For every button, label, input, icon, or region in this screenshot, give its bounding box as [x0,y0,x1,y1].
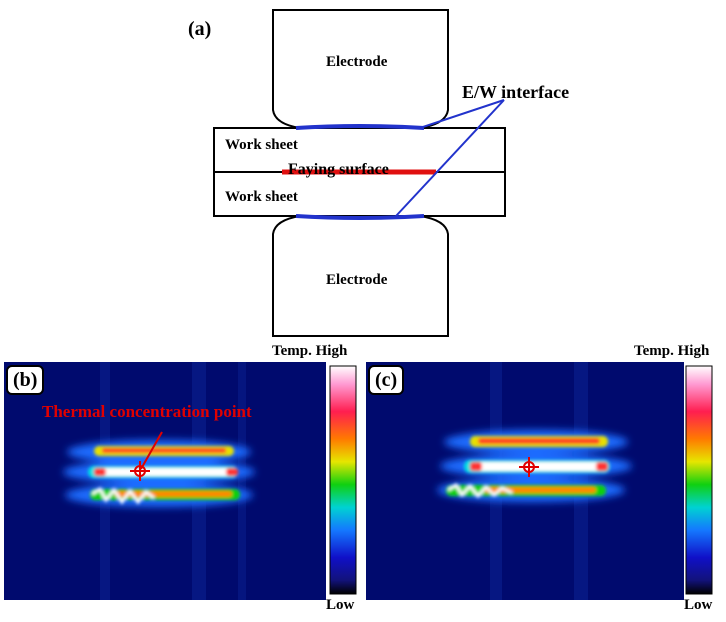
temperature-scale-bar [329,365,357,595]
thermal-concentration-marker [519,457,539,477]
bottom-electrode-label: Electrode [326,272,388,288]
thermal-concentration-label: Thermal concentration point [42,402,252,421]
panel-b-scale-high: Temp. High [272,343,348,359]
panel-c-scale-high: Temp. High [634,343,710,359]
weld-schematic [213,9,506,337]
thermal-image-c [366,362,713,600]
bottom-ew-interface [295,214,425,220]
bottom-electrode [272,215,449,337]
panel-c-scale-low: Low [684,597,713,613]
top-ew-interface [295,124,425,130]
temperature-scale-bar [685,365,713,595]
ew-interface-label: E/W interface [462,82,570,102]
panel-b-tag: (b) [6,365,45,395]
panel-b-scale-low: Low [326,597,355,613]
faying-surface-label: Faying surface [288,161,389,178]
ew-leader-bottom [395,99,505,217]
panel-a-tag: (a) [188,18,212,40]
bottom-work-sheet-label: Work sheet [225,189,298,205]
panel-c-tag: (c) [368,365,405,395]
thermal-image-b [4,362,357,600]
annotation-leader [140,431,163,470]
top-electrode-label: Electrode [326,54,388,70]
ew-leader-top [419,99,505,129]
thermal-concentration-marker [130,461,150,481]
top-work-sheet-label: Work sheet [225,137,298,153]
